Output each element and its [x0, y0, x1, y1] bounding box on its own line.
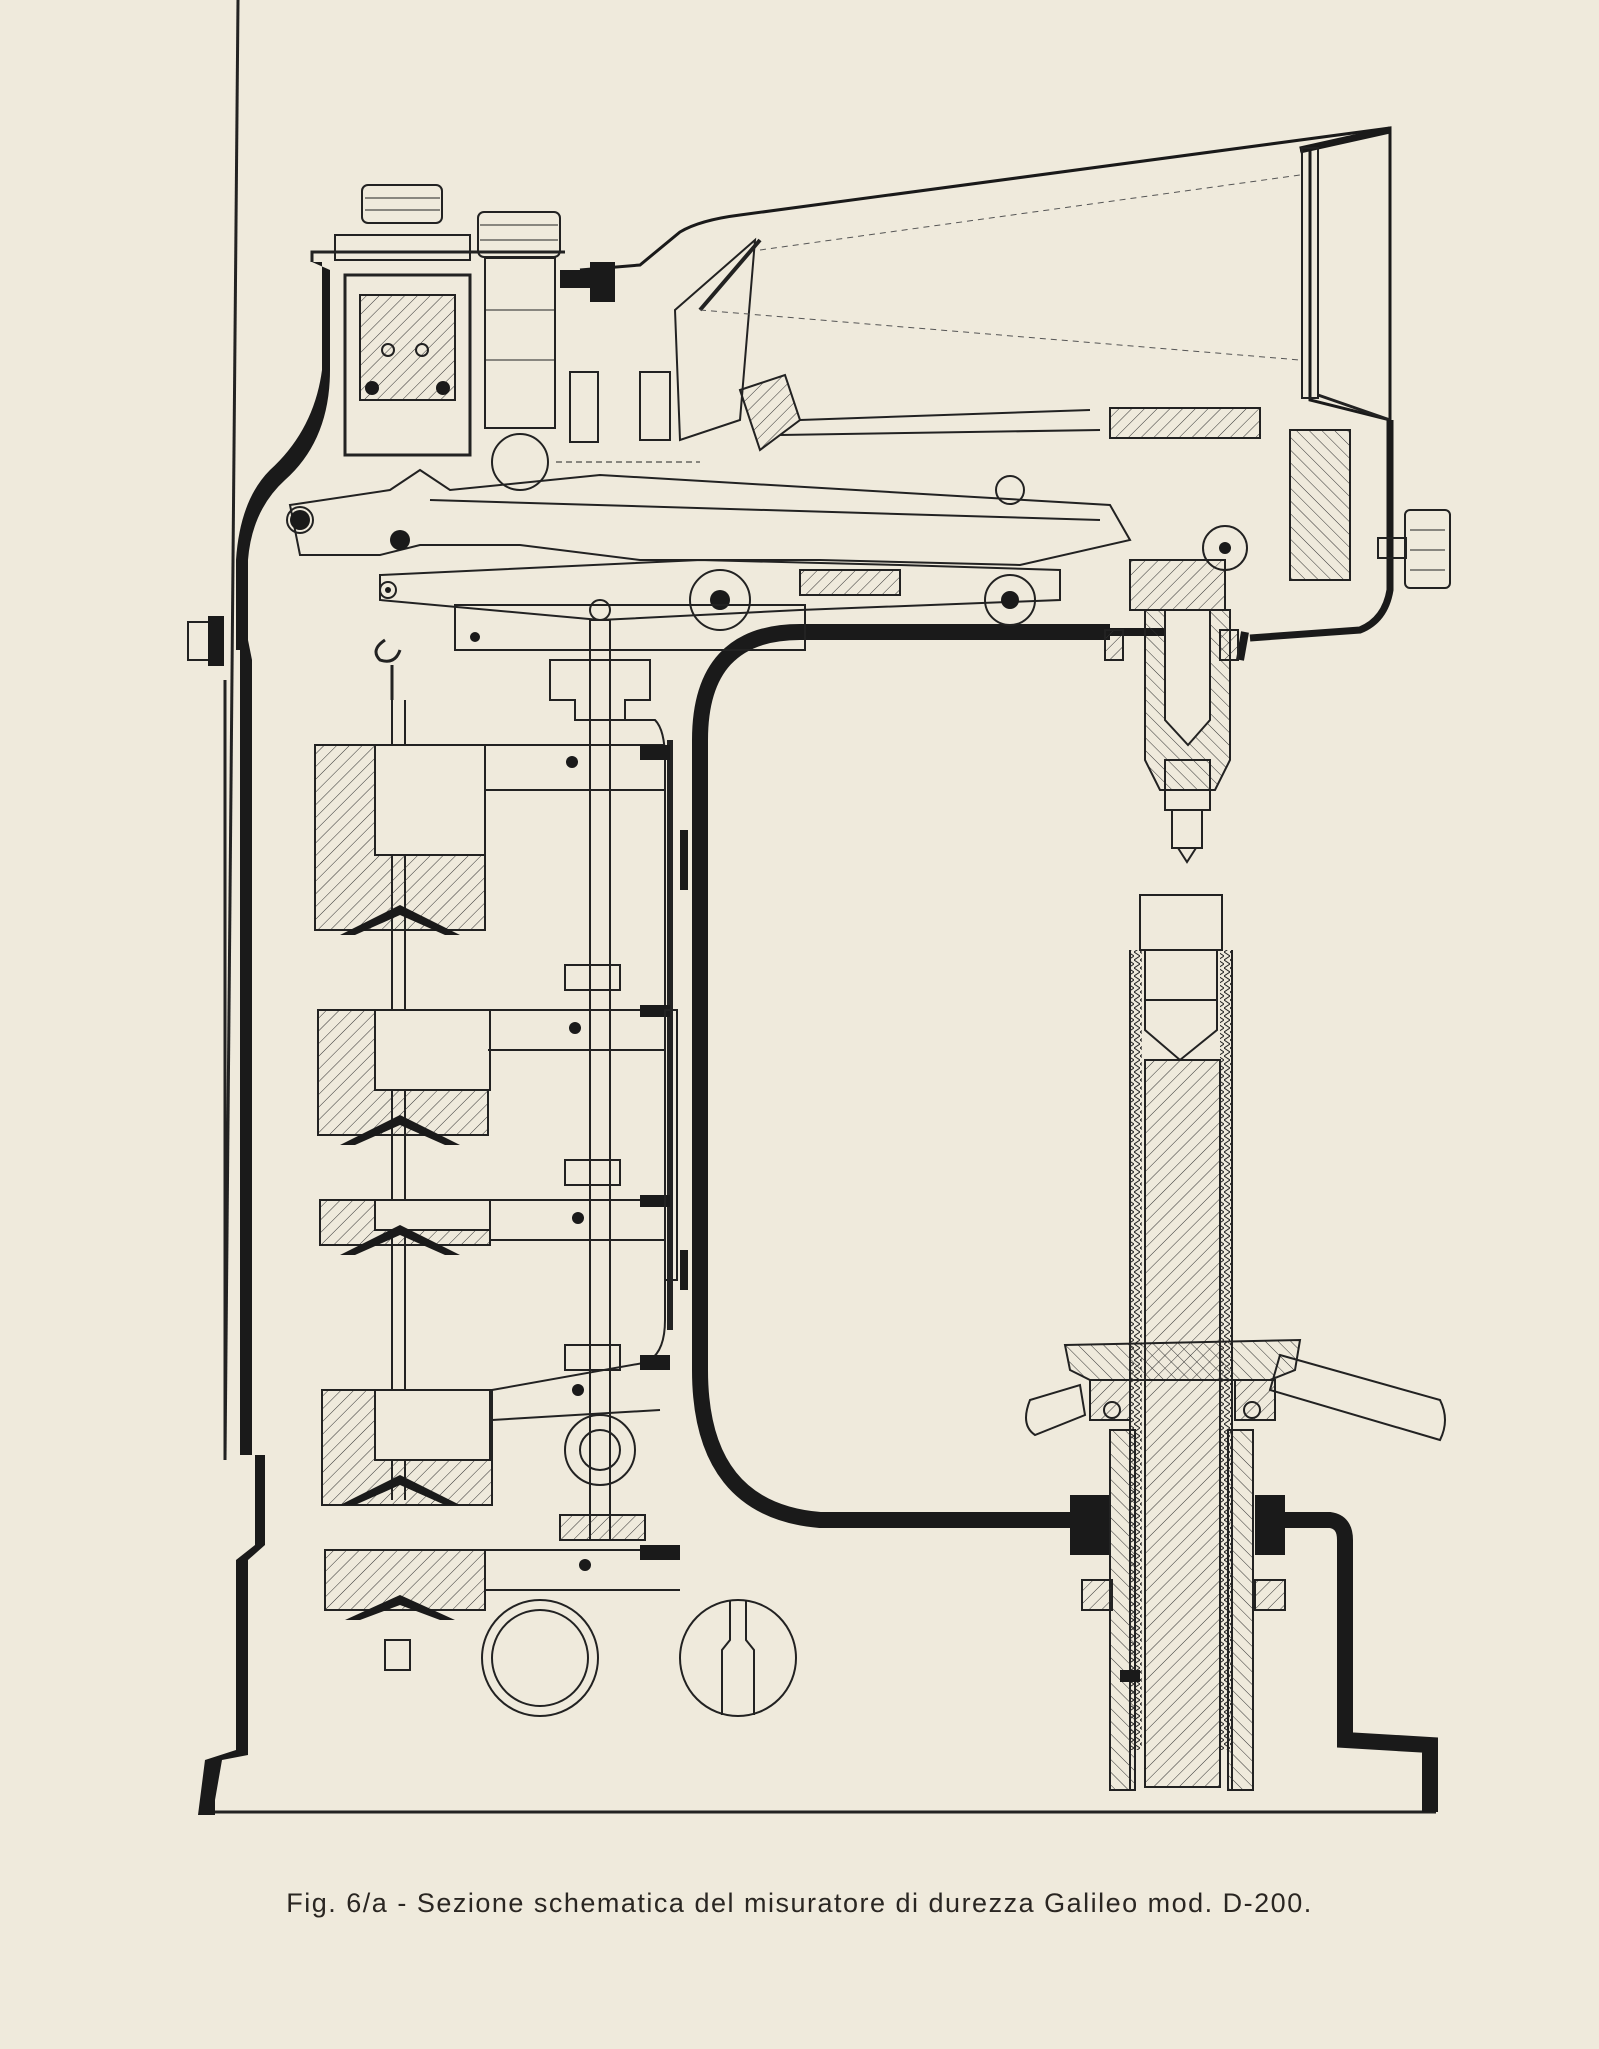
cam-wheel	[689, 569, 751, 631]
weight-stack	[314, 700, 680, 1671]
anvil	[1139, 894, 1223, 951]
bearing	[564, 1414, 636, 1486]
adjust-knob	[361, 184, 443, 224]
load-selector-box	[343, 273, 472, 457]
selector-shaft	[549, 599, 688, 1560]
indenter-head	[1104, 407, 1451, 864]
frame-right-leg	[1260, 1512, 1438, 1812]
handwheel-handle-left	[1025, 1383, 1087, 1437]
right-knob	[1404, 509, 1451, 589]
detail-ring	[481, 1599, 599, 1717]
lamp-housing	[484, 257, 556, 429]
c-frame-throat	[692, 624, 1110, 1528]
detail-disc	[679, 1599, 797, 1717]
top-controls	[334, 174, 1301, 491]
figure-caption: Fig. 6/a - Sezione schematica del misura…	[286, 1888, 1313, 1918]
main-lever	[288, 468, 1132, 567]
elevating-screw	[1025, 894, 1446, 1791]
frame-left-wall	[198, 262, 330, 1815]
indenter-tip	[1171, 809, 1203, 849]
mirror	[673, 237, 757, 442]
detail-views	[481, 1599, 797, 1717]
lamp-bulb	[491, 433, 549, 491]
screw-body	[1144, 1059, 1221, 1788]
handwheel-handle-right	[1268, 1353, 1446, 1442]
viewer-hood	[579, 126, 1392, 422]
lever-system	[286, 468, 1132, 700]
secondary-lever	[379, 558, 1061, 622]
